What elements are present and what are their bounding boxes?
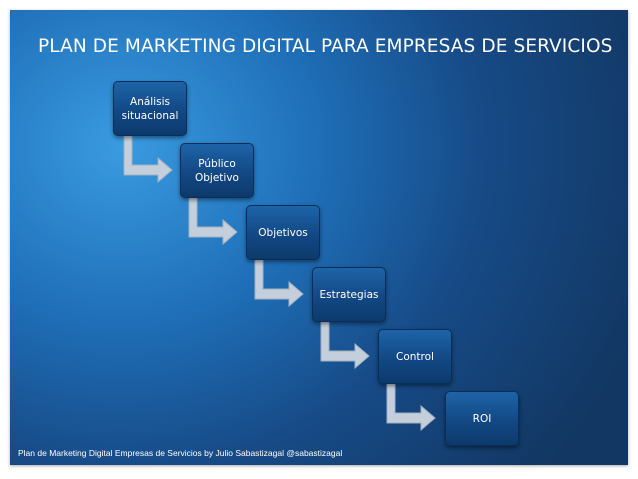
step-control: Control: [378, 329, 452, 384]
bent-arrow-icon: [123, 134, 173, 184]
bent-arrow-icon: [386, 382, 436, 432]
step-label: Estrategias: [319, 288, 379, 301]
step-label: Público Objetivo: [195, 157, 239, 184]
bent-arrow-icon: [320, 320, 370, 370]
slide-title: PLAN DE MARKETING DIGITAL PARA EMPRESAS …: [38, 36, 613, 57]
step-label: Objetivos: [258, 226, 308, 239]
step-label: Control: [396, 350, 434, 363]
step-objetivos: Objetivos: [246, 205, 320, 260]
slide-footer: Plan de Marketing Digital Empresas de Se…: [18, 448, 343, 458]
slide: PLAN DE MARKETING DIGITAL PARA EMPRESAS …: [10, 10, 628, 465]
step-analisis-situacional: Análisis situacional: [113, 81, 187, 136]
step-publico-objetivo: Público Objetivo: [180, 143, 254, 198]
step-estrategias: Estrategias: [312, 267, 386, 322]
step-roi: ROI: [445, 391, 519, 446]
step-label: Análisis situacional: [121, 95, 179, 122]
step-label: ROI: [472, 412, 492, 425]
bent-arrow-icon: [254, 258, 304, 308]
bent-arrow-icon: [188, 196, 238, 246]
